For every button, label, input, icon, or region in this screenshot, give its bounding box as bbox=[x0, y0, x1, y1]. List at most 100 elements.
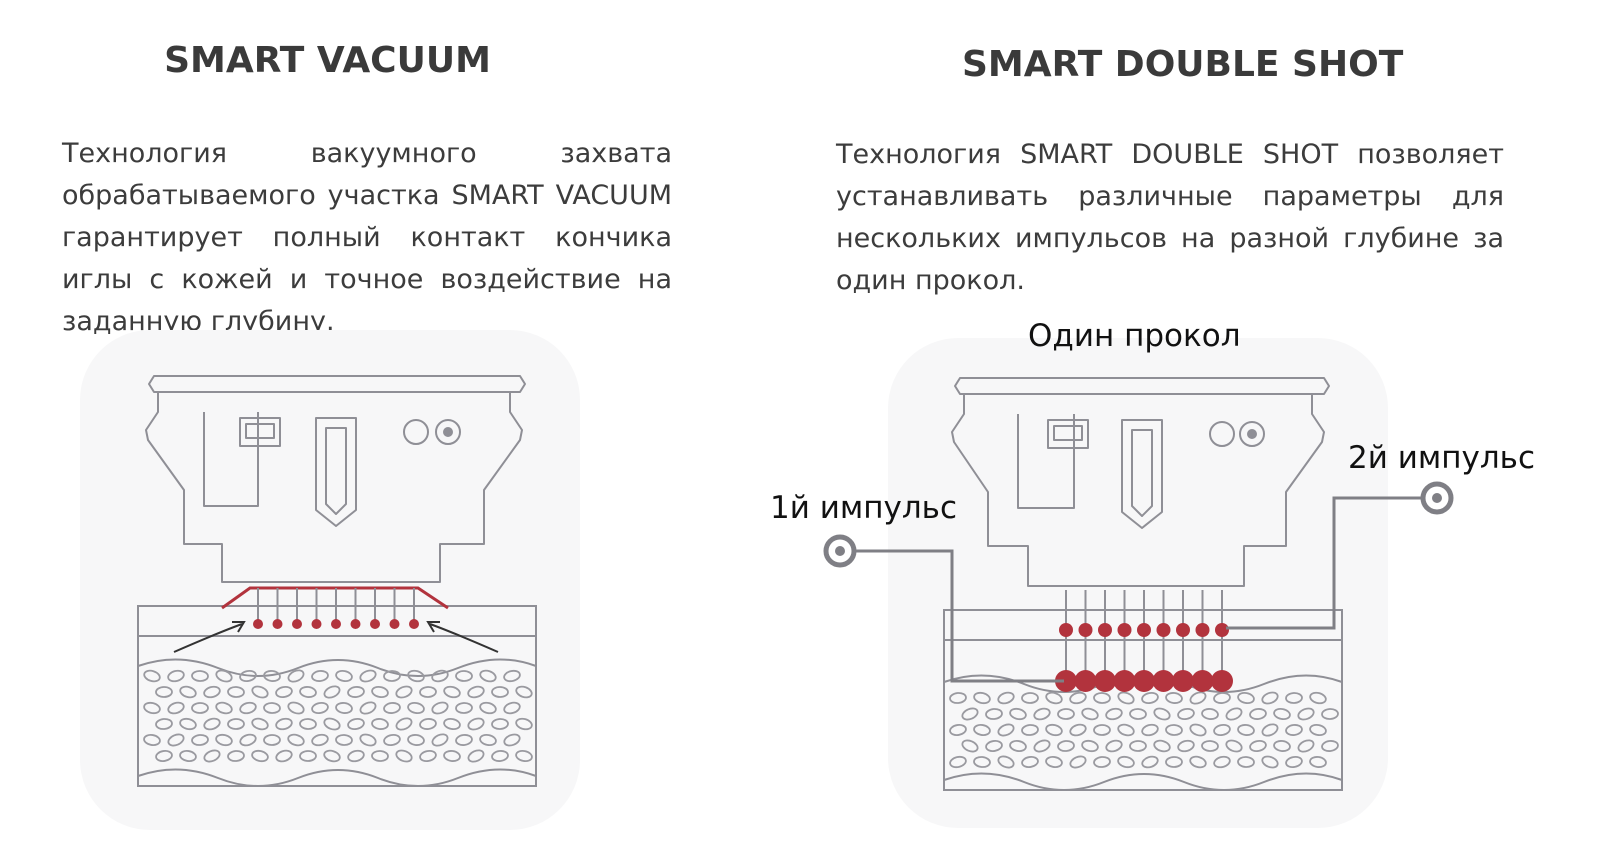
skin-cell bbox=[1105, 739, 1123, 753]
skin-cell bbox=[491, 686, 509, 698]
skin-cell bbox=[1057, 708, 1075, 720]
skin-cell bbox=[395, 749, 413, 763]
smart-vacuum-diagram bbox=[80, 330, 580, 830]
skin-cell bbox=[1249, 739, 1267, 753]
skin-cell bbox=[503, 669, 521, 683]
skin-cell bbox=[215, 733, 233, 747]
skin-cell bbox=[371, 685, 389, 699]
pulse-1-point bbox=[1094, 670, 1116, 692]
skin-cell bbox=[479, 733, 497, 747]
skin-cell bbox=[335, 734, 353, 746]
skin-cell bbox=[191, 670, 209, 682]
skin-cell bbox=[179, 717, 197, 731]
skin-cell bbox=[407, 701, 425, 715]
pulse-1-point bbox=[1152, 670, 1175, 692]
skin-cell bbox=[287, 701, 305, 715]
skin-cell bbox=[299, 686, 317, 698]
skin-cell bbox=[1153, 739, 1171, 753]
pulse-1-point bbox=[1211, 670, 1233, 692]
skin-cell bbox=[215, 669, 233, 683]
skin-cell bbox=[215, 701, 233, 715]
skin-cell bbox=[1225, 707, 1243, 721]
skin-cell bbox=[275, 717, 293, 731]
skin-cell bbox=[1177, 739, 1195, 753]
caption-one-puncture: Один прокол bbox=[1028, 318, 1241, 354]
skin-cell bbox=[1321, 708, 1339, 720]
skin-cell bbox=[155, 686, 173, 698]
skin-cell bbox=[443, 717, 461, 731]
skin-cell bbox=[1033, 739, 1051, 753]
skin-cell bbox=[503, 701, 521, 715]
skin-cell bbox=[1033, 707, 1051, 721]
skin-cell bbox=[1105, 707, 1123, 721]
needle-tip bbox=[370, 619, 380, 629]
skin-cross-section bbox=[137, 605, 537, 787]
handpiece-device bbox=[145, 375, 526, 583]
skin-cell bbox=[973, 756, 991, 768]
skin-cell bbox=[1021, 724, 1039, 736]
skin-cell bbox=[323, 749, 341, 763]
skin-cell bbox=[419, 686, 437, 698]
skin-cell bbox=[1261, 723, 1279, 737]
skin-cell bbox=[1225, 739, 1243, 753]
skin-cell bbox=[167, 701, 185, 715]
needle-array bbox=[253, 588, 419, 629]
skin-cell bbox=[155, 718, 173, 730]
pulse-2-point bbox=[1195, 623, 1210, 637]
skin-cell bbox=[1021, 756, 1039, 768]
skin-cell bbox=[323, 685, 341, 699]
skin-cell bbox=[997, 691, 1015, 705]
skin-cell bbox=[1057, 740, 1075, 752]
skin-cell bbox=[1237, 756, 1255, 768]
skin-cell bbox=[997, 755, 1015, 769]
skin-cell bbox=[1249, 708, 1267, 720]
skin-cell bbox=[1069, 723, 1087, 737]
pulse-1-point bbox=[1074, 670, 1097, 692]
skin-cell bbox=[407, 669, 425, 683]
skin-cell bbox=[275, 749, 293, 763]
pulse-2-point bbox=[1117, 623, 1132, 637]
skin-cell bbox=[1261, 755, 1279, 769]
pulse-1-point bbox=[1113, 670, 1136, 692]
skin-cell bbox=[1201, 708, 1219, 720]
skin-cell bbox=[431, 733, 449, 747]
skin-cell bbox=[1201, 740, 1219, 752]
skin-cell bbox=[491, 750, 509, 762]
skin-cell bbox=[1285, 724, 1303, 736]
needle-tip bbox=[409, 619, 419, 629]
skin-cell bbox=[299, 718, 317, 730]
skin-cell bbox=[1117, 691, 1135, 705]
skin-cell bbox=[1165, 756, 1183, 768]
pulse-2-point bbox=[1176, 623, 1190, 637]
skin-cell bbox=[1117, 755, 1135, 769]
pulse-2-marker-icon bbox=[1420, 481, 1454, 515]
skin-cell bbox=[347, 686, 365, 698]
skin-cell bbox=[383, 670, 401, 682]
skin-cell bbox=[1129, 708, 1147, 720]
skin-cell bbox=[383, 702, 401, 714]
skin-cell bbox=[1177, 707, 1195, 721]
needle-tip bbox=[253, 619, 263, 629]
skin-cell bbox=[1117, 723, 1135, 737]
skin-cell bbox=[985, 708, 1003, 720]
skin-cell bbox=[347, 717, 365, 731]
skin-cell bbox=[1273, 707, 1291, 721]
skin-cell bbox=[239, 701, 257, 715]
skin-cell bbox=[251, 749, 269, 763]
skin-cell bbox=[335, 669, 353, 683]
skin-cell bbox=[961, 739, 979, 753]
skin-cell bbox=[467, 717, 485, 731]
skin-cell bbox=[1309, 723, 1327, 737]
skin-cell bbox=[1081, 707, 1099, 721]
skin-cell bbox=[1045, 756, 1063, 768]
skin-cell bbox=[203, 717, 221, 731]
skin-cell bbox=[263, 670, 281, 682]
skin-cell bbox=[467, 749, 485, 763]
needle-tip bbox=[389, 619, 400, 629]
diagram-background bbox=[888, 338, 1388, 828]
skin-cell bbox=[1153, 707, 1171, 721]
skin-cell bbox=[1213, 723, 1231, 737]
pulse-2-point bbox=[1156, 623, 1171, 637]
pulse-1-point bbox=[1172, 670, 1194, 692]
skin-cell bbox=[359, 701, 377, 715]
